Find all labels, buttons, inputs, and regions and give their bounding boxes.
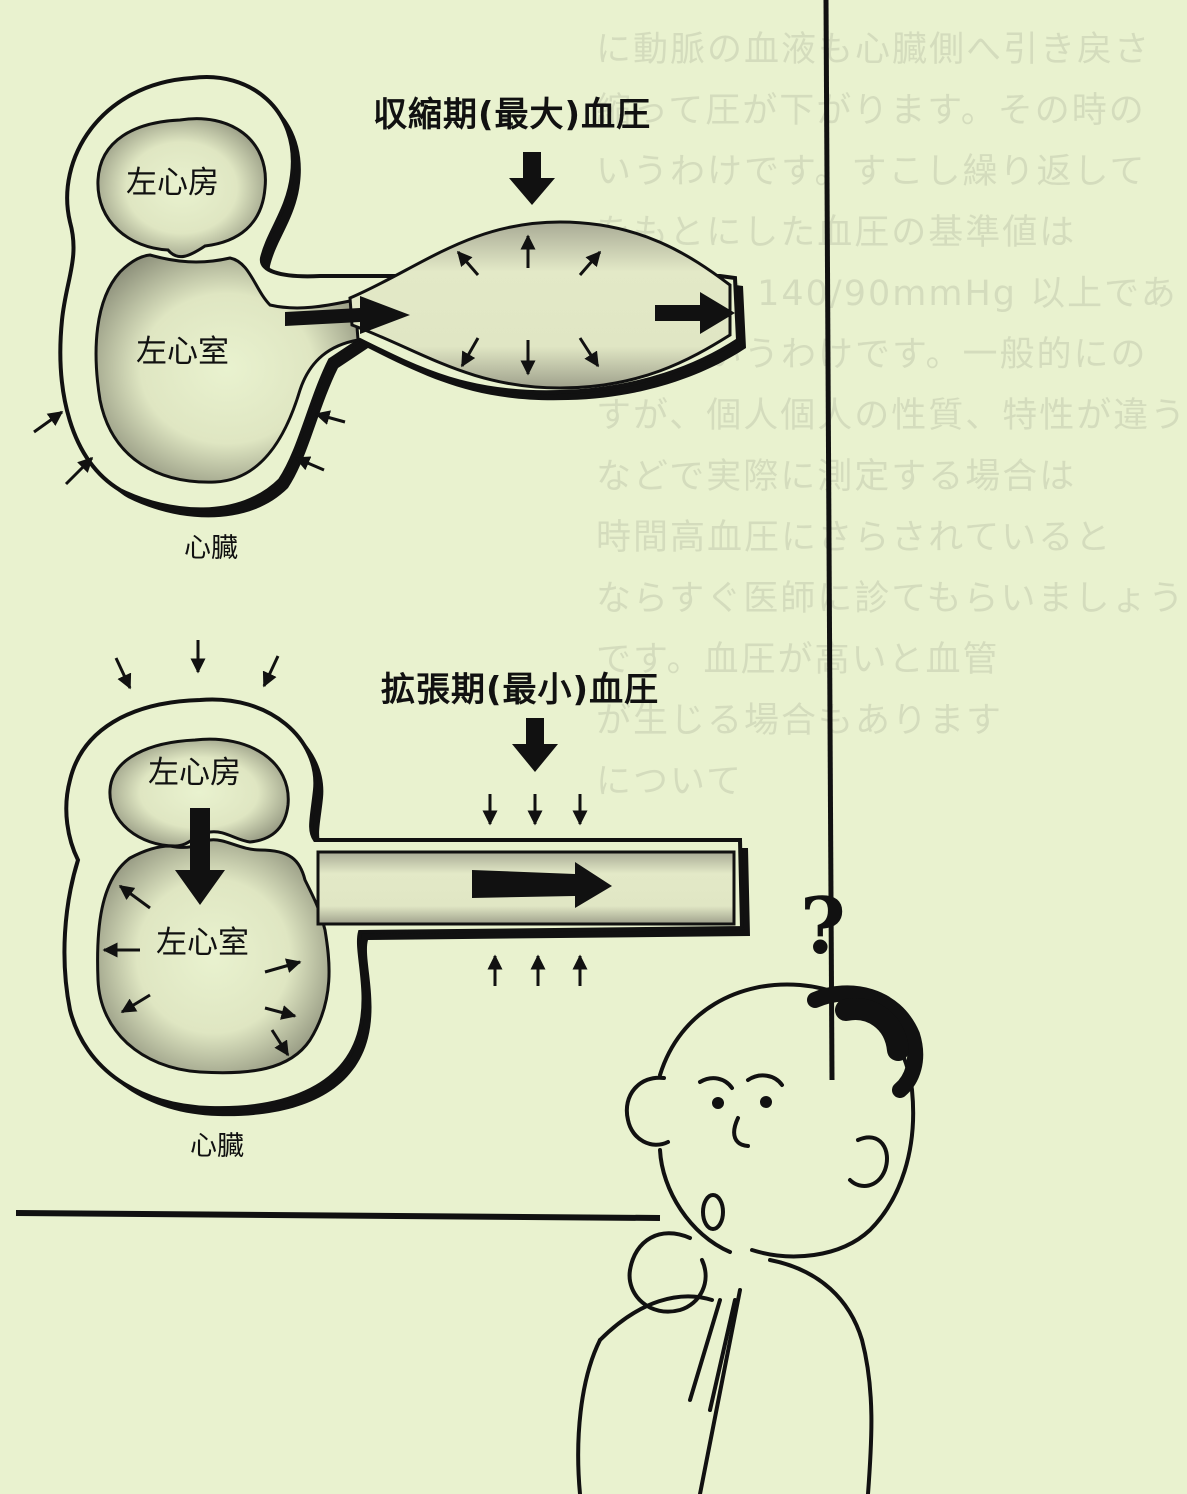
ghost-line: が生じる場合もあります bbox=[596, 701, 1004, 741]
systolic-title: 収縮期(最大)血圧 bbox=[373, 95, 652, 135]
diastolic-title: 拡張期(最小)血圧 bbox=[381, 670, 660, 710]
ghost-line: などで実際に測定する場合は bbox=[596, 457, 1077, 497]
ghost-line: 縮って圧が下がります。その時の bbox=[596, 91, 1146, 131]
diastolic-atrium-label: 左心房 bbox=[148, 755, 241, 791]
ghost-line: をもとにした血圧の基準値は bbox=[596, 213, 1077, 253]
systolic-ventricle-label: 左心室 bbox=[136, 334, 229, 370]
diastolic-heart-diagram bbox=[62, 640, 751, 1117]
thinking-man-cartoon bbox=[576, 982, 924, 1494]
illustration-page: に動脈の血液も心臓側へ引き戻さ 縮って圧が下がります。その時の いうわけです。す… bbox=[15, 0, 1187, 1494]
vertical-rule bbox=[823, 0, 835, 1081]
diastolic-heart-label: 心臓 bbox=[190, 1131, 244, 1162]
question-mark: ? bbox=[800, 881, 846, 972]
ghost-line: について bbox=[596, 762, 743, 802]
systolic-atrium-label: 左心房 bbox=[126, 165, 219, 201]
ghost-line: いうわけです。すこし繰り返して bbox=[596, 152, 1147, 192]
ghost-line: 時間高血圧にさらされていると bbox=[596, 518, 1113, 558]
diagram-drawing bbox=[15, 0, 924, 1494]
ghost-line: すが、個人個人の性質、特性が違う bbox=[596, 396, 1187, 436]
horizontal-rule bbox=[15, 1210, 661, 1221]
systolic-heart-diagram bbox=[33, 75, 746, 518]
ghost-line: ならすぐ医師に診てもらいましょう bbox=[596, 579, 1186, 619]
diastolic-ventricle-label: 左心室 bbox=[156, 925, 249, 961]
systolic-heart-label: 心臓 bbox=[184, 533, 238, 564]
ghost-line: に動脈の血液も心臓側へ引き戻さ bbox=[596, 30, 1152, 70]
